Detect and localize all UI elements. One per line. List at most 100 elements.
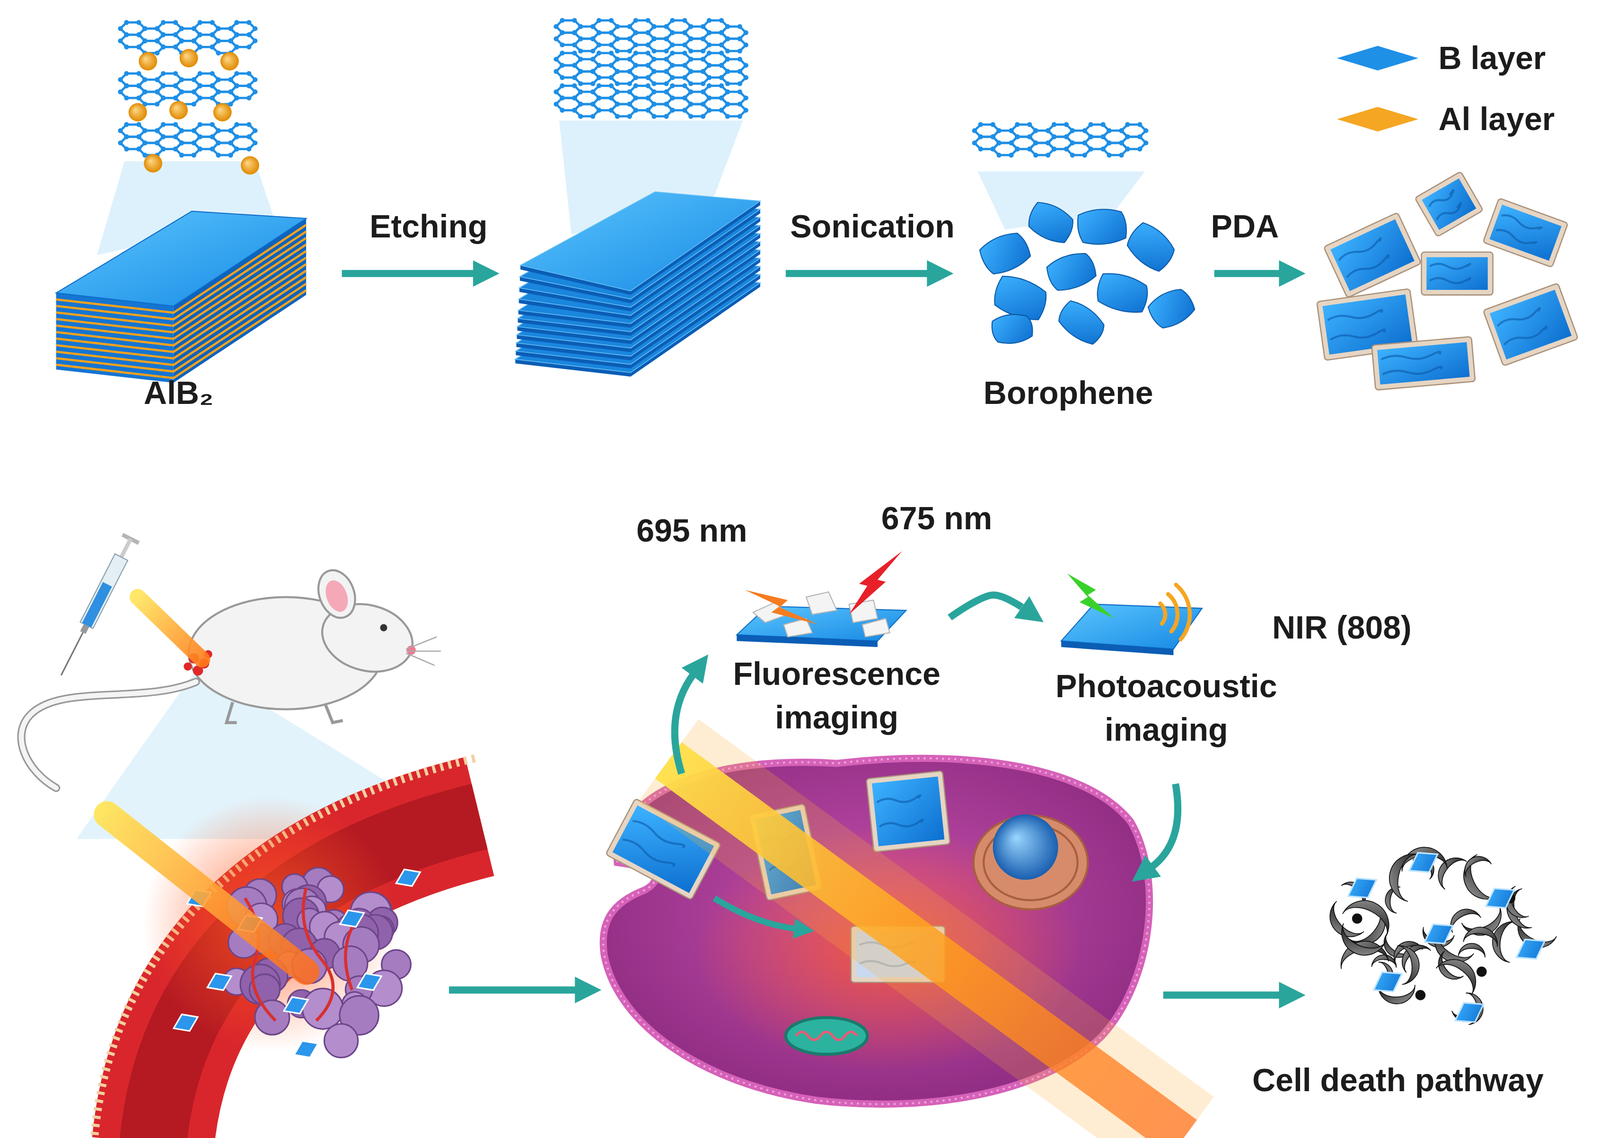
mouse bbox=[405, 650, 441, 652]
boron-atom bbox=[252, 89, 258, 95]
boron-atom bbox=[990, 146, 995, 152]
al-layer-stripe bbox=[56, 290, 307, 379]
boron-atom bbox=[688, 81, 694, 87]
figure-caption: Photoacoustic imaging bbox=[1047, 664, 1285, 752]
boron-atom bbox=[571, 75, 577, 80]
boron-atom bbox=[645, 95, 651, 101]
boron-atom bbox=[173, 146, 178, 152]
boron-atom bbox=[590, 56, 596, 62]
fluorescence-icon bbox=[745, 589, 819, 625]
boron-atom bbox=[123, 44, 129, 50]
boron-atom bbox=[700, 81, 706, 87]
boron-atom bbox=[1082, 128, 1088, 133]
pda-flake bbox=[1371, 336, 1476, 391]
debris-dot bbox=[1352, 913, 1363, 924]
boron-atom bbox=[743, 62, 749, 68]
nanosheet bbox=[1480, 880, 1520, 917]
boron-atom bbox=[633, 107, 639, 113]
pda-shell bbox=[1371, 336, 1476, 391]
boron-atom bbox=[663, 101, 669, 107]
boron-atom bbox=[209, 83, 215, 88]
boron-atom bbox=[246, 83, 252, 88]
boron-atom bbox=[596, 50, 602, 56]
boron-atom bbox=[252, 128, 258, 133]
boron-atom bbox=[615, 81, 620, 87]
boron-atom bbox=[123, 19, 129, 25]
boron-atom bbox=[706, 95, 712, 101]
boron-atom bbox=[191, 140, 197, 146]
boron-atom bbox=[1045, 128, 1051, 133]
boron-atom bbox=[1014, 122, 1020, 127]
laser-glow bbox=[668, 760, 1184, 1138]
boron-atom bbox=[590, 114, 596, 119]
syringe bbox=[79, 624, 89, 634]
boron-atom bbox=[228, 128, 233, 133]
boron-atom bbox=[246, 44, 252, 50]
boron-atom bbox=[1118, 152, 1124, 158]
boron-atom bbox=[706, 75, 712, 80]
boron-atom bbox=[1106, 140, 1112, 146]
boron-atom bbox=[743, 75, 749, 80]
boron-atom bbox=[197, 95, 203, 101]
boron-atom bbox=[559, 62, 565, 68]
boron-atom bbox=[160, 134, 166, 140]
photoacoustic-icon bbox=[1061, 573, 1203, 656]
boron-atom bbox=[719, 62, 724, 68]
mouse bbox=[324, 702, 343, 723]
boron-atom bbox=[179, 140, 185, 146]
boron-atom bbox=[737, 69, 743, 74]
boron-atom bbox=[1033, 152, 1038, 158]
boron-atom bbox=[1125, 134, 1130, 140]
boron-atom bbox=[559, 50, 565, 56]
boron-atom bbox=[608, 30, 614, 36]
boron-atom bbox=[191, 38, 197, 44]
boron-atom bbox=[596, 62, 602, 68]
boron-atom bbox=[179, 77, 185, 82]
boron-atom bbox=[706, 83, 712, 88]
boron-atom bbox=[252, 26, 258, 31]
boron-atom bbox=[633, 30, 639, 36]
boron-atom bbox=[215, 50, 221, 56]
boron-atom bbox=[154, 128, 160, 133]
flake-wrinkle bbox=[1496, 307, 1542, 329]
boron-atom bbox=[154, 89, 160, 95]
wavelength-label: 675 nm bbox=[881, 499, 993, 538]
boron-atom bbox=[1125, 146, 1130, 152]
boron-atom bbox=[246, 134, 252, 140]
boron-atom bbox=[669, 75, 675, 80]
mouse bbox=[226, 702, 238, 723]
boron-atom bbox=[191, 140, 197, 146]
boron-atom bbox=[578, 101, 583, 107]
boron-atom bbox=[990, 134, 995, 140]
figure-caption: AlB₂ bbox=[143, 371, 214, 415]
boron-atom bbox=[737, 36, 743, 42]
boron-atom bbox=[160, 70, 166, 76]
lattice-ring bbox=[721, 104, 747, 117]
boron-atom bbox=[719, 42, 724, 48]
flake-wrinkle bbox=[1429, 278, 1471, 284]
lattice-ring bbox=[230, 85, 255, 98]
nanosheet bbox=[169, 1009, 202, 1038]
boron-atom bbox=[615, 89, 620, 95]
boron-atom bbox=[682, 30, 687, 36]
nanosheet bbox=[1511, 931, 1551, 968]
boron-atom bbox=[571, 95, 577, 101]
flake-core bbox=[1421, 178, 1477, 230]
boron-atom bbox=[706, 107, 712, 113]
boron-atom bbox=[615, 36, 620, 42]
boron-atom bbox=[645, 30, 651, 36]
boron-atom bbox=[215, 89, 221, 95]
boron-atom bbox=[651, 24, 657, 29]
boron-atom bbox=[234, 95, 239, 101]
figure-node: Borophene bbox=[981, 371, 1156, 415]
boron-atom bbox=[578, 36, 583, 42]
flake-wrinkle bbox=[1327, 309, 1383, 323]
boron-atom bbox=[234, 122, 239, 127]
boron-atom bbox=[725, 101, 730, 107]
flake-core bbox=[1377, 342, 1470, 385]
boron-atom bbox=[645, 17, 651, 23]
boron-atom bbox=[706, 75, 712, 80]
boron-atom bbox=[173, 122, 178, 127]
cancer-cell bbox=[993, 814, 1059, 880]
laser-beam bbox=[137, 597, 203, 660]
